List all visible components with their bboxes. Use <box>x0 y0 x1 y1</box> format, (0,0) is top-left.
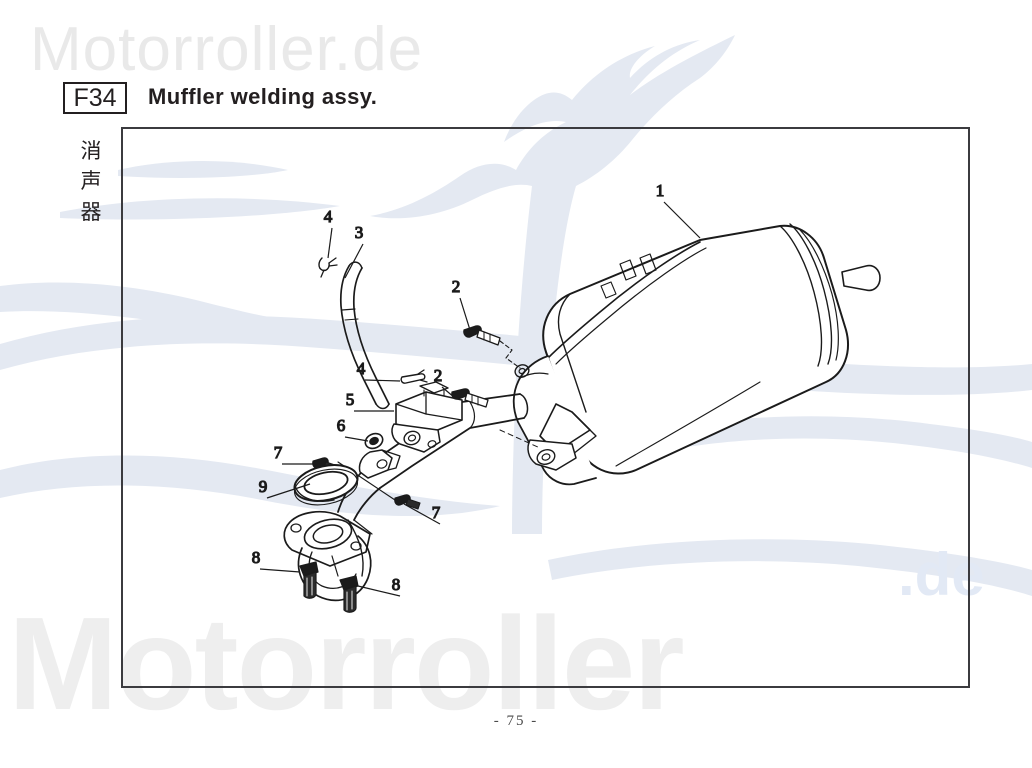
part-exhaust-hose <box>339 261 390 410</box>
callout-number-2b: 2 <box>434 366 443 385</box>
part-bolt-upper <box>463 325 521 369</box>
part-muffler-body <box>542 223 881 475</box>
callout-number-4b: 4 <box>357 359 366 378</box>
callout-number-7a: 7 <box>274 443 283 462</box>
part-stud-bolt-right <box>339 575 359 613</box>
callout-number-1: 1 <box>656 181 665 200</box>
page-title: Muffler welding assy. <box>148 84 378 109</box>
callout-number-8b: 8 <box>392 575 401 594</box>
part-bracket-block <box>391 381 463 453</box>
callout-leader-line <box>357 585 401 597</box>
part-clip-upper <box>318 257 338 278</box>
callout-number-7b: 7 <box>432 503 441 522</box>
callout-number-8a: 8 <box>252 548 261 567</box>
callout-leader-line <box>459 297 471 331</box>
part-bolt-small-right <box>337 461 421 510</box>
section-code-badge: F34 <box>63 82 127 114</box>
part-muffler-front-bracket <box>499 355 597 486</box>
callout-number-9: 9 <box>259 477 268 496</box>
callout-leader-line <box>266 483 311 499</box>
callout-leader-line <box>663 201 701 239</box>
callout-leader-line <box>327 227 333 259</box>
callout-leader-line <box>403 503 441 525</box>
diagram-frame <box>121 127 970 688</box>
callout-leader-line <box>259 568 301 573</box>
callout-number-3: 3 <box>355 223 364 242</box>
section-code-text: F34 <box>73 83 117 112</box>
part-o-ring <box>364 432 384 450</box>
callout-leader-line <box>441 386 456 399</box>
callout-number-4a: 4 <box>324 207 333 226</box>
part-clip-lower <box>400 369 428 384</box>
callout-number-2a: 2 <box>452 277 461 296</box>
callout-number-5: 5 <box>346 390 355 409</box>
page-number: - 75 - <box>493 713 539 729</box>
callout-leader-line <box>364 379 401 382</box>
callout-leader-line <box>344 436 369 442</box>
callout-leader-line <box>344 243 364 279</box>
part-pipe-clamp <box>358 449 401 479</box>
part-exhaust-gasket <box>293 464 359 506</box>
part-manifold-flange <box>283 510 373 602</box>
page-title-chinese: 消声器 <box>80 139 102 224</box>
callout-number-6: 6 <box>337 416 346 435</box>
part-stud-bolt-left <box>299 561 319 599</box>
